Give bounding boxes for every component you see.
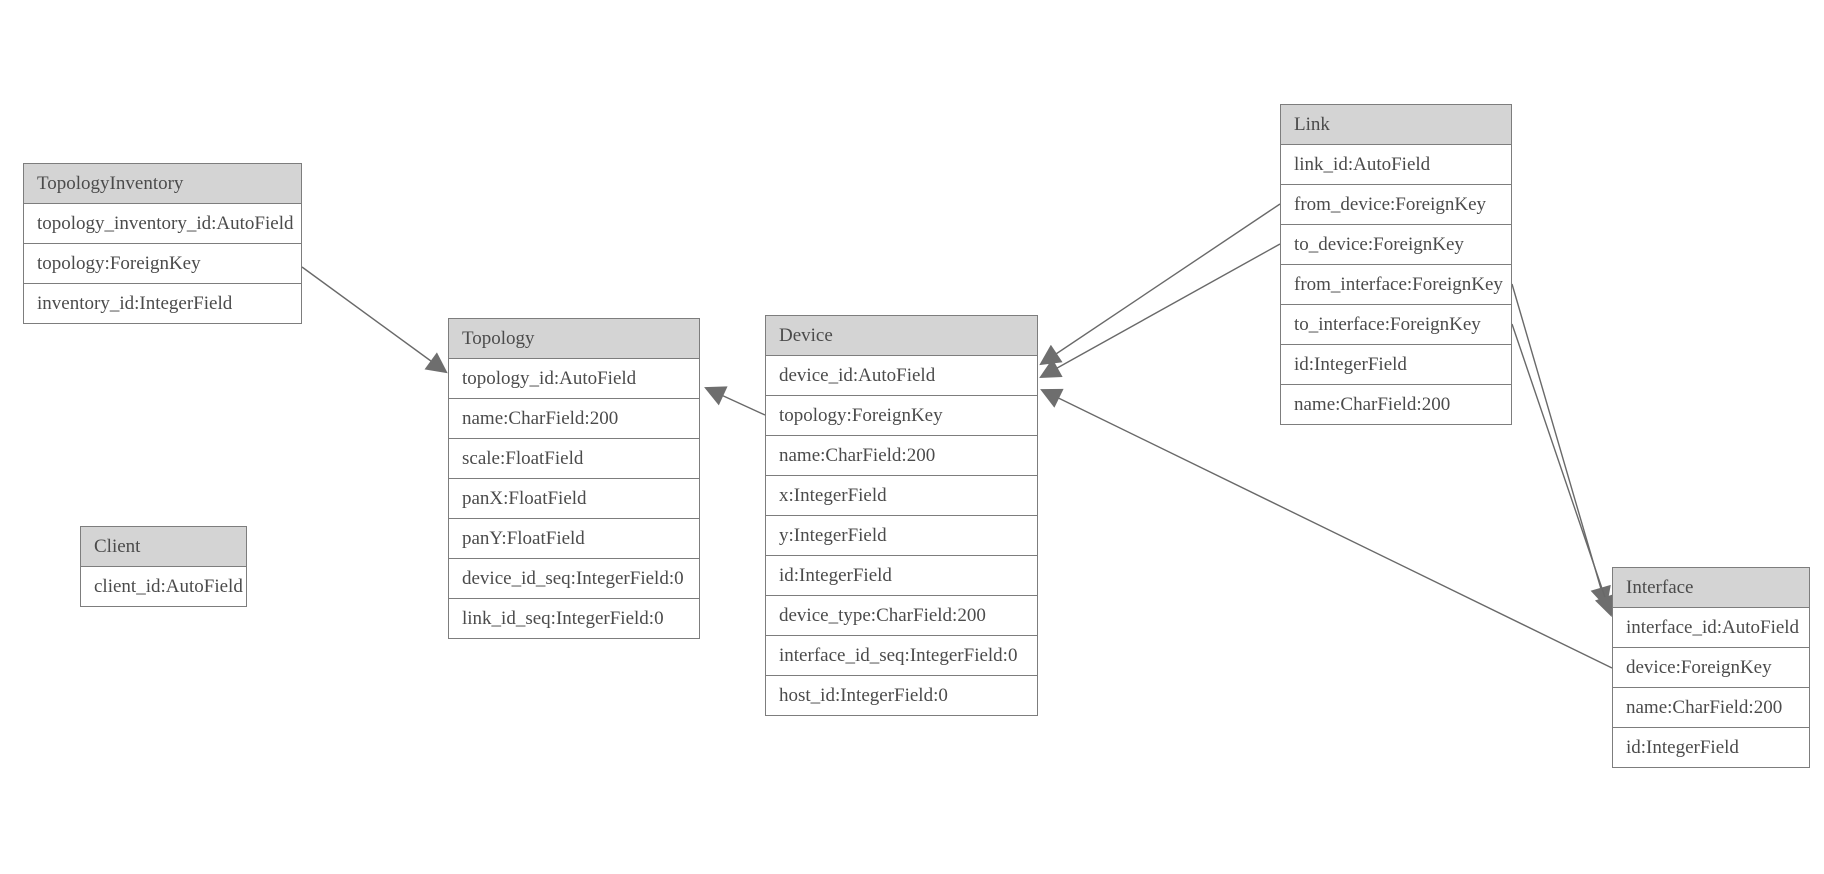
- table-row: inventory_id:IntegerField: [24, 283, 301, 323]
- table-header: Device: [766, 316, 1037, 356]
- table-row: y:IntegerField: [766, 515, 1037, 555]
- table-row: name:CharField:200: [766, 435, 1037, 475]
- relation-line-topologyinventory-topology: [301, 266, 448, 374]
- table-row: name:CharField:200: [1613, 687, 1809, 727]
- relation-line-link-fromdevice-device: [1039, 203, 1281, 366]
- table-row: device:ForeignKey: [1613, 647, 1809, 687]
- relation-line-link-frominterface-interface: [1511, 283, 1611, 609]
- table-header: TopologyInventory: [24, 164, 301, 204]
- relation-line-link-tointerface-interface: [1511, 323, 1615, 617]
- table-rows: client_id:AutoField: [81, 567, 246, 606]
- table-row: topology:ForeignKey: [24, 243, 301, 283]
- table-row: topology_inventory_id:AutoField: [24, 204, 301, 243]
- relation-line-interface-device-device: [1040, 388, 1613, 669]
- table-row: panY:FloatField: [449, 518, 699, 558]
- table-row: device_id_seq:IntegerField:0: [449, 558, 699, 598]
- table-row: link_id:AutoField: [1281, 145, 1511, 184]
- table-row: client_id:AutoField: [81, 567, 246, 606]
- table-row: device_type:CharField:200: [766, 595, 1037, 635]
- table-row: to_interface:ForeignKey: [1281, 304, 1511, 344]
- table-row: from_device:ForeignKey: [1281, 184, 1511, 224]
- entity-table-topologyinventory: TopologyInventory topology_inventory_id:…: [23, 163, 302, 324]
- table-header: Topology: [449, 319, 699, 359]
- table-row: device_id:AutoField: [766, 356, 1037, 395]
- table-row: topology:ForeignKey: [766, 395, 1037, 435]
- table-row: panX:FloatField: [449, 478, 699, 518]
- relation-line-device-topology: [704, 386, 766, 416]
- table-row: name:CharField:200: [1281, 384, 1511, 424]
- table-row: from_interface:ForeignKey: [1281, 264, 1511, 304]
- table-header: Link: [1281, 105, 1511, 145]
- relation-line-link-todevice-device: [1039, 243, 1281, 379]
- table-row: x:IntegerField: [766, 475, 1037, 515]
- table-row: scale:FloatField: [449, 438, 699, 478]
- table-row: topology_id:AutoField: [449, 359, 699, 398]
- table-header: Client: [81, 527, 246, 567]
- table-row: name:CharField:200: [449, 398, 699, 438]
- table-row: id:IntegerField: [766, 555, 1037, 595]
- table-row: link_id_seq:IntegerField:0: [449, 598, 699, 638]
- table-row: id:IntegerField: [1613, 727, 1809, 767]
- table-row: to_device:ForeignKey: [1281, 224, 1511, 264]
- table-row: id:IntegerField: [1281, 344, 1511, 384]
- entity-table-client: Client client_id:AutoField: [80, 526, 247, 607]
- table-row: interface_id:AutoField: [1613, 608, 1809, 647]
- table-row: interface_id_seq:IntegerField:0: [766, 635, 1037, 675]
- table-row: host_id:IntegerField:0: [766, 675, 1037, 715]
- table-header: Interface: [1613, 568, 1809, 608]
